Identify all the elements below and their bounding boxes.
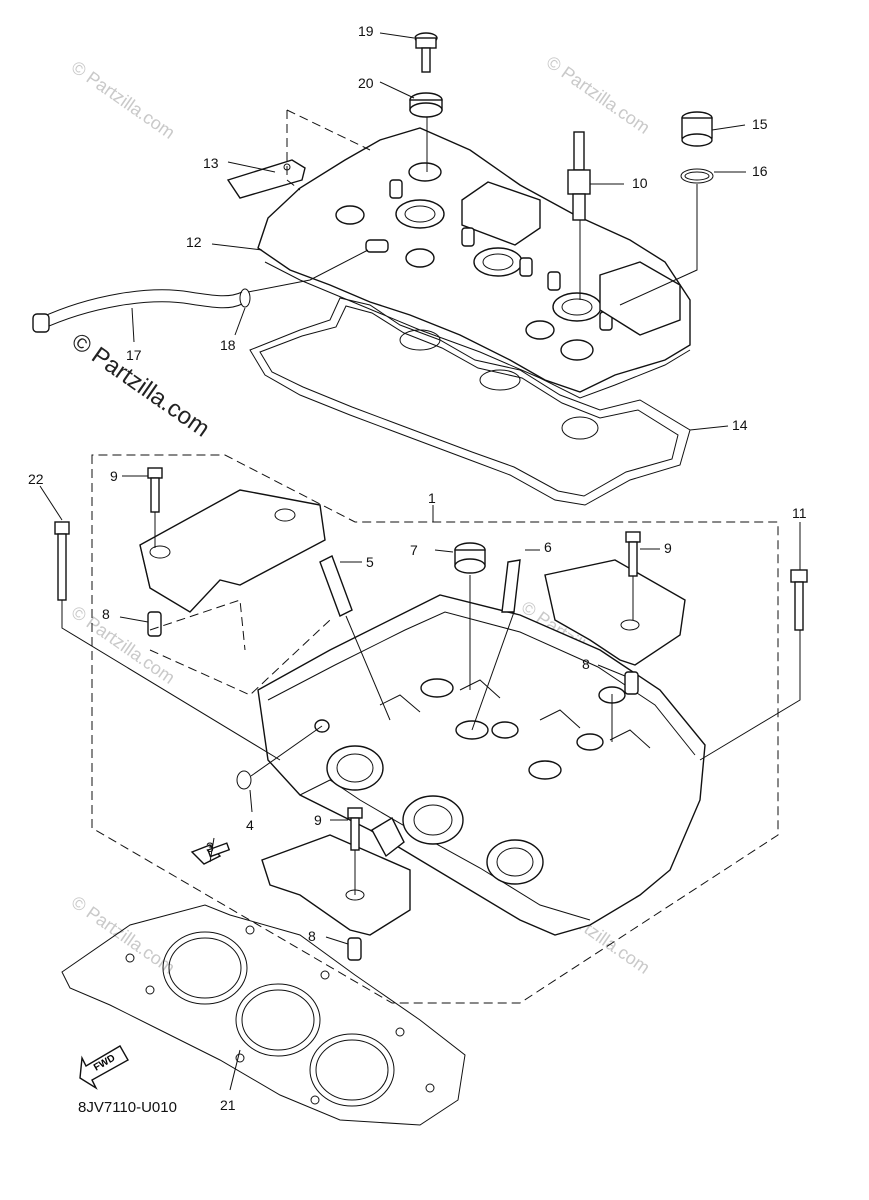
bolt-19 bbox=[414, 32, 438, 73]
bolt-2 bbox=[190, 842, 231, 865]
grommet-20 bbox=[409, 92, 443, 118]
dowel-7 bbox=[147, 611, 162, 637]
callout-19: 19 bbox=[358, 23, 374, 39]
watermark: © Partzilla.com bbox=[68, 892, 179, 978]
part-code: 8JV7110-U010 bbox=[78, 1099, 177, 1116]
callout-16: 16 bbox=[752, 163, 768, 179]
callout-labels: 19 20 15 16 10 13 12 17 18 14 1 22 9 11 … bbox=[28, 23, 807, 1116]
callout-15: 15 bbox=[752, 116, 768, 132]
cylinder-head bbox=[257, 594, 706, 936]
oil-filler-cap-15 bbox=[681, 111, 713, 147]
watermark-main: © Partzilla.com bbox=[67, 328, 215, 443]
callout-1: 1 bbox=[428, 490, 436, 506]
cam-cap-right bbox=[544, 559, 686, 666]
callout-18: 18 bbox=[220, 337, 236, 353]
callout-17: 17 bbox=[126, 347, 142, 363]
callout-8: 8 bbox=[308, 928, 316, 944]
o-ring-16 bbox=[680, 168, 714, 184]
callout-12: 12 bbox=[186, 234, 202, 250]
watermark: © Partzilla.com bbox=[543, 52, 654, 138]
callout-9: 9 bbox=[314, 812, 322, 828]
watermark: © Partzilla.com bbox=[68, 57, 179, 143]
callout-4: 5 bbox=[366, 554, 374, 570]
callout-10: 10 bbox=[632, 175, 648, 191]
callout-6: 7 bbox=[410, 542, 418, 558]
callout-14: 14 bbox=[732, 417, 748, 433]
callout-2: 3 bbox=[206, 839, 214, 855]
dowel-8-right bbox=[624, 671, 639, 695]
callout-3: 4 bbox=[246, 817, 254, 833]
callout-20: 20 bbox=[358, 75, 374, 91]
breather-hose-17 bbox=[32, 289, 243, 333]
guide-4 bbox=[319, 555, 353, 617]
stud-bolt-22 bbox=[54, 521, 70, 601]
head-gasket bbox=[61, 904, 466, 1126]
callout-21: 21 bbox=[220, 1097, 236, 1113]
watermark: © Partzilla.com bbox=[68, 602, 179, 688]
callout-13: 13 bbox=[203, 155, 219, 171]
callout-8: 8 bbox=[582, 656, 590, 672]
clip-18 bbox=[239, 288, 251, 308]
callout-7: 8 bbox=[102, 606, 110, 622]
callout-11: 11 bbox=[792, 505, 807, 521]
bracket-13 bbox=[226, 159, 306, 199]
callout-9: 9 bbox=[664, 540, 672, 556]
callout-22: 22 bbox=[28, 471, 44, 487]
stud-bolt-11 bbox=[790, 569, 808, 631]
guide-5 bbox=[501, 559, 521, 613]
seal-6 bbox=[454, 542, 486, 574]
dowel-8-lower bbox=[347, 937, 362, 961]
bolt-9-top bbox=[147, 467, 163, 513]
cam-cap-upper-left bbox=[139, 489, 326, 613]
spark-plug-10 bbox=[567, 131, 591, 221]
fwd-arrow-icon: FWD bbox=[79, 1045, 129, 1090]
callout-9: 9 bbox=[110, 468, 118, 484]
assembly-outlines bbox=[91, 109, 779, 1004]
callout-5: 6 bbox=[544, 539, 552, 555]
cylinder-head-cover bbox=[257, 127, 691, 399]
leader-lines bbox=[39, 32, 801, 1091]
washer-3 bbox=[236, 770, 252, 790]
